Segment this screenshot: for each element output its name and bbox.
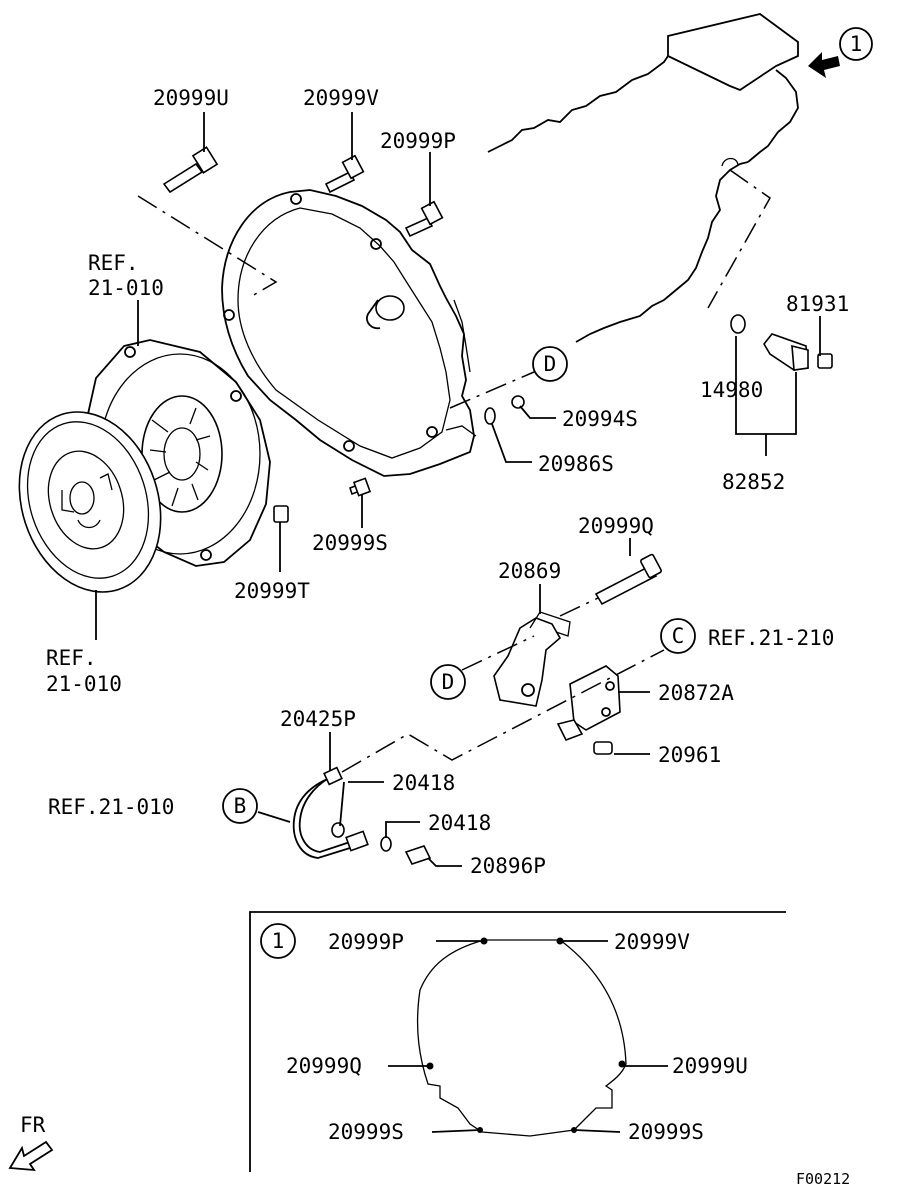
figure-code: F00212 — [796, 1170, 850, 1187]
label-20872A: 20872A — [658, 681, 734, 705]
inset-label-bottom-left: 20999S — [328, 1120, 404, 1144]
clutch-disc — [18, 411, 162, 593]
label-20425P: 20425P — [280, 707, 356, 731]
leader-lines — [95, 112, 821, 867]
label-20994S: 20994S — [562, 407, 638, 431]
inset-label-top-right: 20999V — [614, 930, 690, 954]
label-ref-upper-line2: 21-010 — [88, 276, 164, 300]
clutch-housing — [221, 189, 477, 477]
label-20999V: 20999V — [303, 86, 379, 110]
circle-marker-view-1: 1 — [839, 27, 873, 61]
svg-text:D: D — [442, 670, 455, 694]
label-14980: 14980 — [700, 378, 763, 402]
label-20986S: 20986S — [538, 452, 614, 476]
svg-text:B: B — [234, 794, 247, 818]
label-20999P: 20999P — [380, 129, 456, 153]
front-indicator: FR — [8, 1113, 54, 1172]
inset-label-mid-left: 20999Q — [286, 1054, 362, 1078]
bolt-20999P — [404, 200, 444, 238]
nut-20994S — [511, 395, 525, 409]
bolt-20999U — [162, 146, 219, 194]
circle-marker-d-upper: D — [532, 346, 568, 382]
slave-cylinder — [556, 665, 621, 755]
label-82852: 82852 — [722, 470, 785, 494]
transmission-case-outline — [487, 13, 799, 343]
label-ref-lower-line2: 21-010 — [46, 672, 122, 696]
inset-marker-label: 1 — [272, 929, 285, 953]
circle-marker-c: C — [660, 618, 696, 654]
bolt-20999T — [273, 505, 289, 523]
label-20869: 20869 — [498, 559, 561, 583]
bolt-20999S — [348, 477, 372, 497]
label-ref-upper-line1: REF. — [88, 251, 139, 275]
washer-20986S — [484, 407, 496, 425]
inset-label-bottom-right: 20999S — [628, 1120, 704, 1144]
label-20999S: 20999S — [312, 531, 388, 555]
circle-marker-b: B — [222, 788, 258, 824]
alignment-lines — [137, 169, 771, 773]
svg-text:C: C — [672, 624, 685, 648]
svg-text:1: 1 — [850, 32, 863, 56]
bolt-20999V — [324, 154, 365, 194]
label-20896P: 20896P — [470, 854, 546, 878]
clutch-hose — [292, 766, 432, 865]
circle-marker-d-lower: D — [430, 664, 466, 700]
speed-sensor — [730, 314, 833, 371]
inset-label-mid-right: 20999U — [672, 1054, 748, 1078]
front-arrow-icon — [8, 1140, 54, 1172]
label-81931: 81931 — [786, 292, 849, 316]
label-20418-a: 20418 — [392, 771, 455, 795]
svg-text:D: D — [544, 352, 557, 376]
clutch-cover — [87, 339, 271, 567]
view-arrow-icon — [808, 52, 840, 78]
label-20961: 20961 — [658, 743, 721, 767]
label-20999U: 20999U — [153, 86, 229, 110]
label-ref-21-210: REF.21-210 — [708, 626, 834, 650]
label-ref-lower-line1: REF. — [46, 646, 97, 670]
label-20418-b: 20418 — [428, 811, 491, 835]
label-ref-21-010-b: REF.21-010 — [48, 795, 174, 819]
label-20999T: 20999T — [234, 579, 310, 603]
inset-bolt-layout: 1 20999P 20999V 20999Q 20999U 20999S 209… — [249, 911, 786, 1172]
label-20999Q: 20999Q — [578, 514, 654, 538]
inset-label-top-left: 20999P — [328, 930, 404, 954]
front-label: FR — [20, 1113, 46, 1137]
bracket-20869 — [493, 553, 662, 707]
